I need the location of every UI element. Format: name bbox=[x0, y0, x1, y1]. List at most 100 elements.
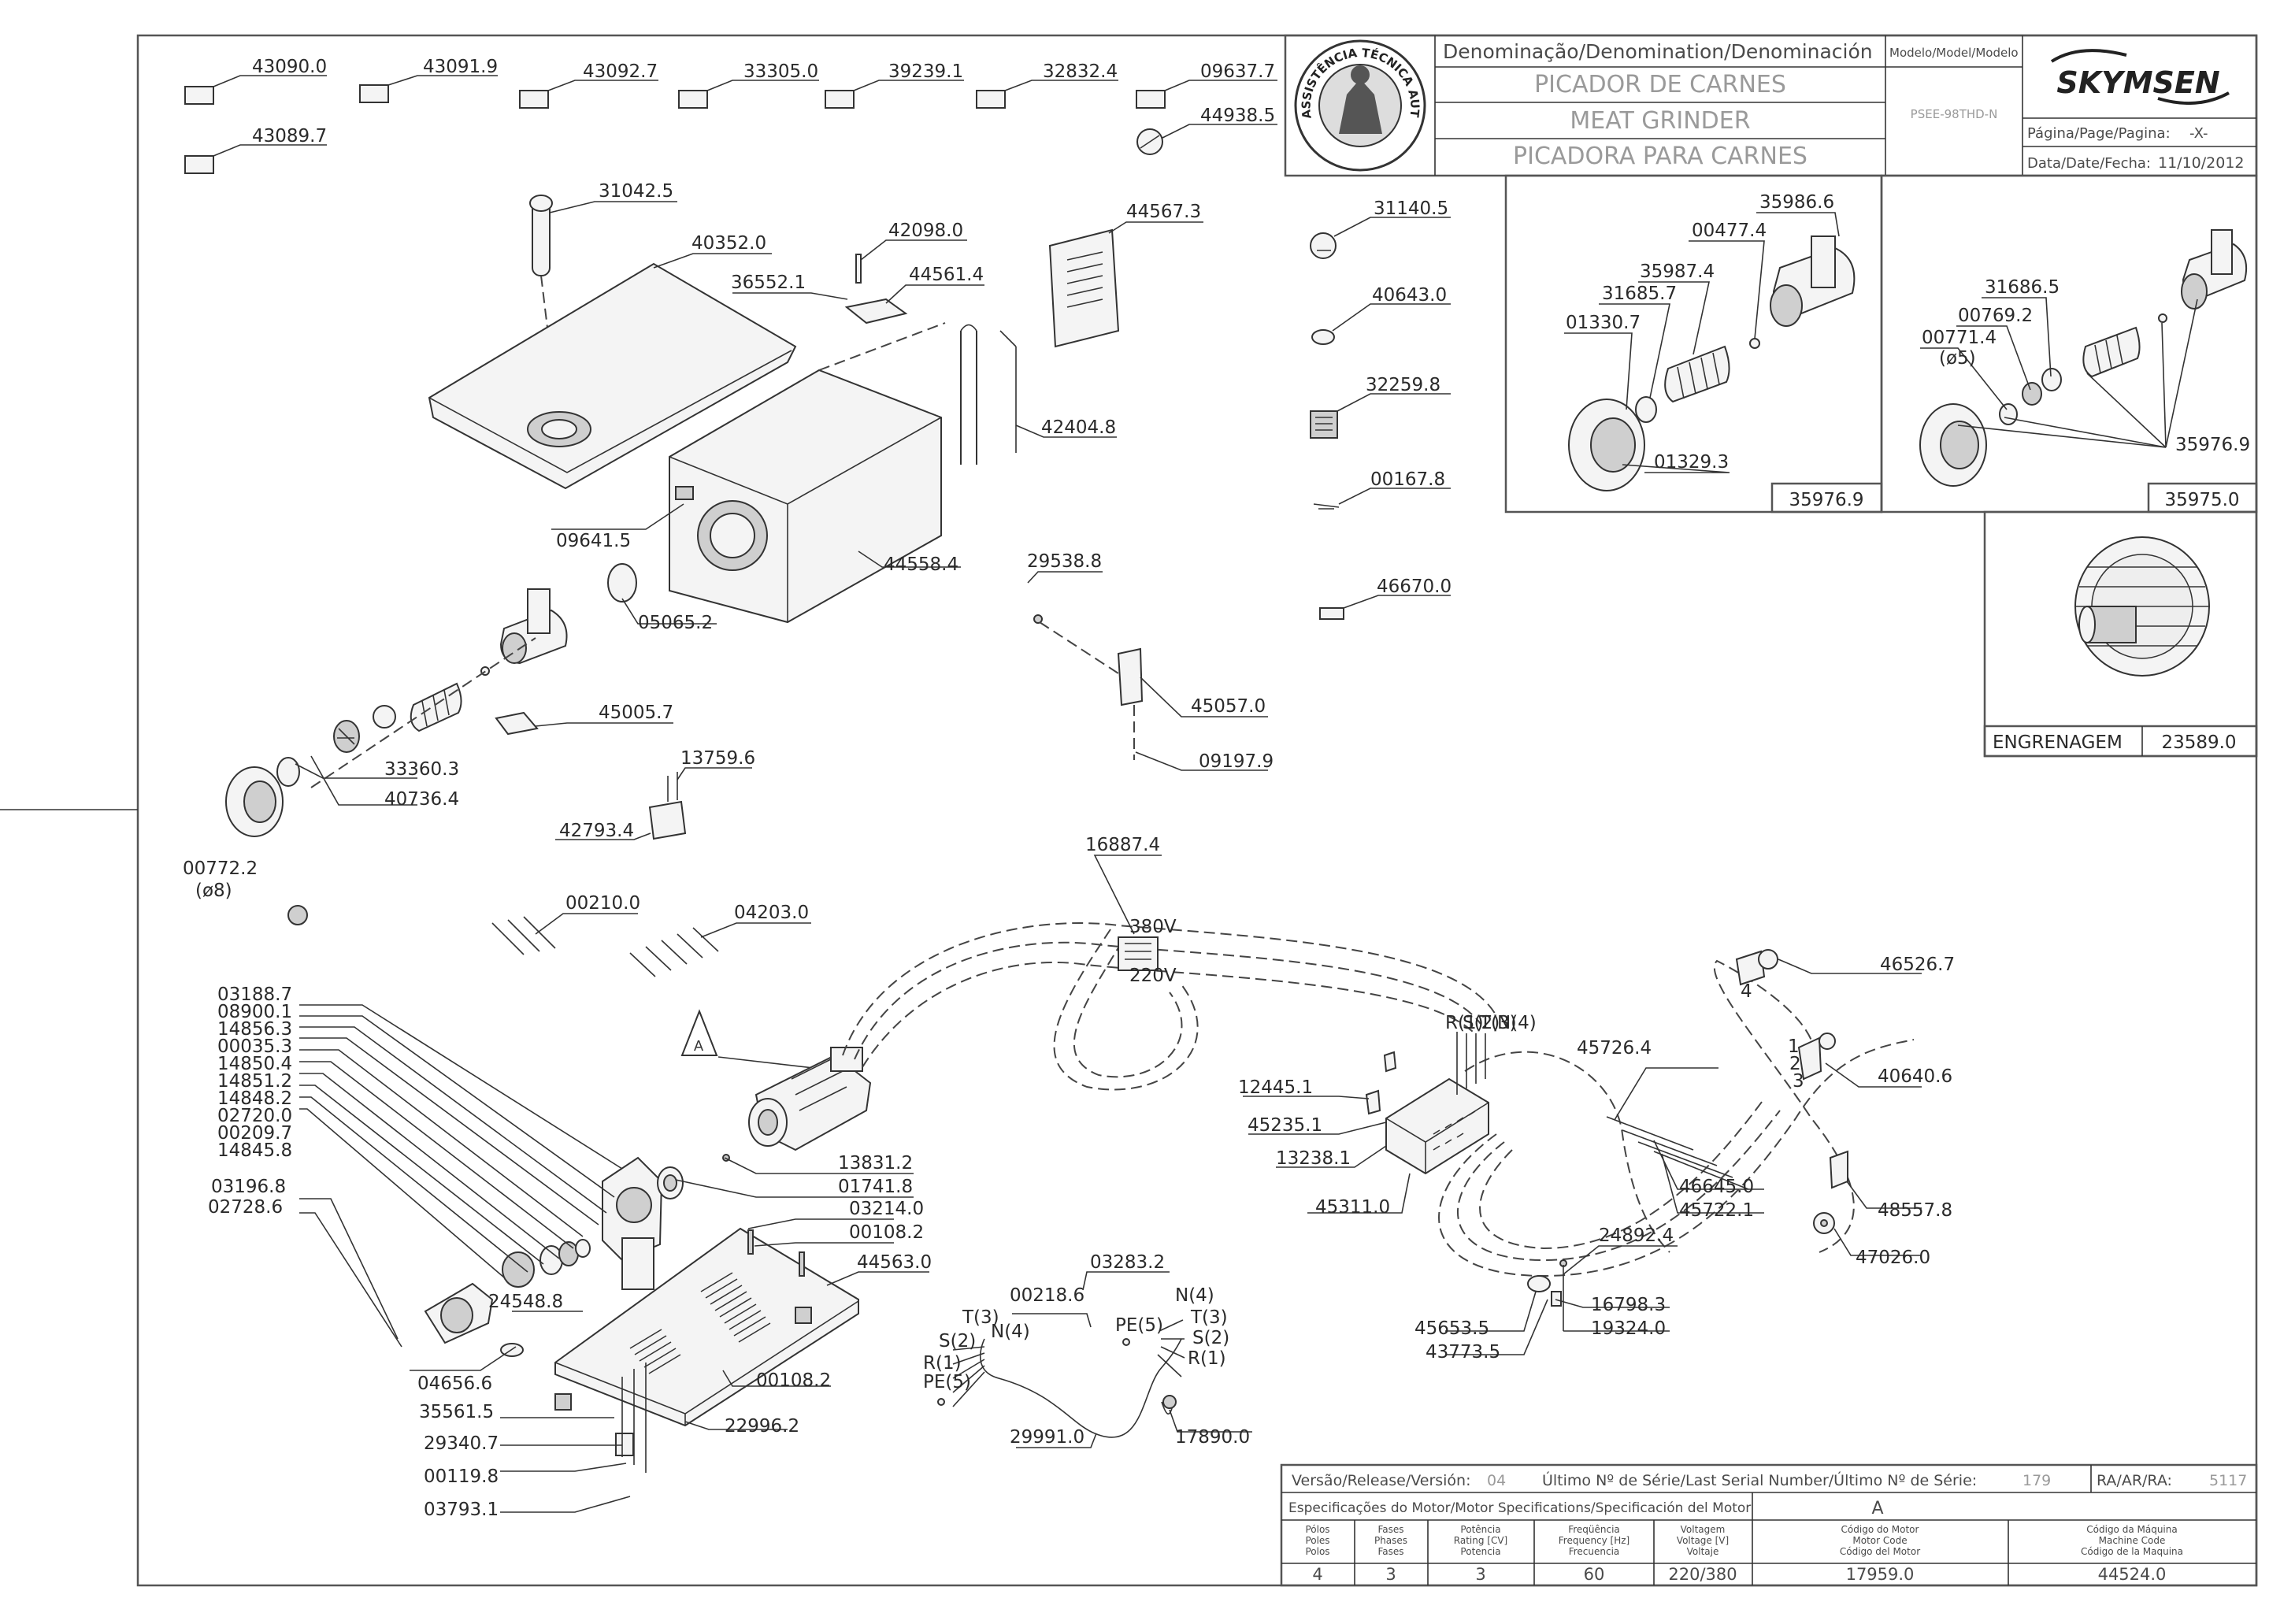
label-40643: 40643.0 bbox=[1372, 285, 1447, 306]
cord-left-t: T(3) bbox=[962, 1307, 999, 1328]
cord-right-t: T(3) bbox=[1190, 1307, 1228, 1328]
version-value: 04 bbox=[1487, 1472, 1506, 1489]
terminal-1: 1 bbox=[1788, 1036, 1800, 1057]
label-09641: 09641.5 bbox=[556, 531, 631, 551]
label-03793: 03793.1 bbox=[424, 1500, 499, 1520]
hdr-rating-2: Rating [CV] bbox=[1454, 1535, 1507, 1546]
label-00477: 00477.4 bbox=[1692, 221, 1767, 241]
label-43090: 43090.0 bbox=[252, 57, 327, 77]
label-35976: 35976.9 bbox=[2175, 435, 2250, 455]
hdr-freq-2: Frequency [Hz] bbox=[1559, 1535, 1630, 1546]
elec-n: N(4) bbox=[1497, 1013, 1537, 1033]
label-00119: 00119.8 bbox=[424, 1466, 499, 1487]
label-00210: 00210.0 bbox=[565, 893, 640, 914]
version-label: Versão/Release/Versión: bbox=[1292, 1472, 1471, 1489]
label-09197: 09197.9 bbox=[1199, 751, 1274, 772]
hdr-freq-3: Frecuencia bbox=[1569, 1546, 1620, 1557]
page-value: -X- bbox=[2189, 125, 2208, 142]
label-02728: 02728.6 bbox=[208, 1197, 283, 1218]
label-32832: 32832.4 bbox=[1043, 61, 1118, 82]
label-40352: 40352.0 bbox=[691, 233, 766, 254]
label-36552: 36552.1 bbox=[731, 273, 806, 293]
label-09637: 09637.7 bbox=[1200, 61, 1275, 82]
label-380v: 380V bbox=[1129, 917, 1177, 937]
label-02720: 02720.0 bbox=[217, 1106, 292, 1126]
model-header: Modelo/Model/Modelo bbox=[1889, 46, 2019, 60]
hdr-motor-3: Código del Motor bbox=[1840, 1546, 1920, 1557]
hdr-rating-1: Potência bbox=[1460, 1524, 1500, 1535]
label-04656: 04656.6 bbox=[417, 1374, 492, 1394]
label-19324: 19324.0 bbox=[1591, 1318, 1666, 1339]
label-00772: 00772.2 bbox=[183, 858, 258, 879]
cord-left-n: N(4) bbox=[991, 1322, 1030, 1342]
label-29991: 29991.0 bbox=[1010, 1427, 1084, 1448]
label-39239: 39239.1 bbox=[888, 61, 963, 82]
label-01329: 01329.3 bbox=[1654, 452, 1729, 473]
label-01741: 01741.8 bbox=[838, 1177, 913, 1197]
label-03196: 03196.8 bbox=[211, 1177, 286, 1197]
title-name-es: PICADORA PARA CARNES bbox=[1513, 143, 1807, 170]
motor-base-assembly: A 16887.4 380V 220V bbox=[208, 835, 1915, 1520]
label-29538: 29538.8 bbox=[1027, 551, 1102, 572]
label-44567: 44567.3 bbox=[1126, 202, 1201, 222]
cord-right-pe: PE(5) bbox=[1115, 1315, 1163, 1336]
cord-left-s: S(2) bbox=[939, 1331, 976, 1351]
label-29340: 29340.7 bbox=[424, 1433, 499, 1454]
label-45653: 45653.5 bbox=[1414, 1318, 1489, 1339]
hdr-phases-1: Fases bbox=[1377, 1524, 1403, 1535]
label-16798: 16798.3 bbox=[1591, 1295, 1666, 1315]
label-45057: 45057.0 bbox=[1191, 696, 1266, 717]
cord-left-r: R(1) bbox=[923, 1353, 962, 1374]
label-31685: 31685.7 bbox=[1602, 284, 1677, 304]
cord-left-pe: PE(5) bbox=[923, 1372, 971, 1392]
label-40736: 40736.4 bbox=[384, 789, 459, 810]
val-poles: 4 bbox=[1312, 1565, 1322, 1584]
label-03214: 03214.0 bbox=[849, 1199, 924, 1219]
label-24892: 24892.4 bbox=[1599, 1225, 1674, 1246]
hdr-phases-3: Fases bbox=[1377, 1546, 1403, 1557]
label-22996: 22996.2 bbox=[725, 1416, 799, 1437]
hdr-machine-1: Código da Máquina bbox=[2086, 1524, 2177, 1535]
label-00209: 00209.7 bbox=[217, 1123, 292, 1144]
label-45235: 45235.1 bbox=[1248, 1115, 1322, 1136]
detail-a-box: 35976.9 35986.6 00477.4 35987.4 31685.7 … bbox=[1504, 174, 1883, 514]
label-16887: 16887.4 bbox=[1085, 835, 1160, 855]
hdr-volt-3: Voltaje bbox=[1687, 1546, 1719, 1557]
hdr-freq-1: Freqüência bbox=[1568, 1524, 1620, 1535]
label-33305: 33305.0 bbox=[743, 61, 818, 82]
detail-b-code: 35975.0 bbox=[2164, 490, 2239, 510]
elec-t: T(3) bbox=[1479, 1013, 1517, 1033]
label-47026: 47026.0 bbox=[1856, 1248, 1930, 1268]
label-05065: 05065.2 bbox=[638, 613, 713, 633]
label-42098: 42098.0 bbox=[888, 221, 963, 241]
date-value: 11/10/2012 bbox=[2158, 154, 2245, 172]
label-01330: 01330.7 bbox=[1566, 313, 1641, 333]
label-00771-note: (ø5) bbox=[1939, 348, 1976, 369]
cord-right-s: S(2) bbox=[1192, 1328, 1229, 1348]
label-13238: 13238.1 bbox=[1276, 1148, 1351, 1169]
hdr-rating-3: Potencia bbox=[1460, 1546, 1500, 1557]
title-name-en: MEAT GRINDER bbox=[1570, 107, 1750, 135]
section-label: A bbox=[694, 1038, 704, 1055]
val-rating: 3 bbox=[1475, 1565, 1485, 1584]
hdr-poles-2: Poles bbox=[1305, 1535, 1329, 1546]
terminal-2: 2 bbox=[1789, 1054, 1801, 1074]
service-seal-logo: ASSISTÊNCIA TÉCNICA AUTORIZADA bbox=[0, 0, 1426, 172]
label-plates-group: 43090.0 43091.9 43092.7 33305.0 39239.1 … bbox=[184, 57, 1277, 174]
hdr-machine-2: Machine Code bbox=[2099, 1535, 2166, 1546]
label-45722: 45722.1 bbox=[1679, 1200, 1754, 1221]
label-31042: 31042.5 bbox=[599, 181, 673, 202]
gear-label: ENGRENAGEM bbox=[1993, 732, 2123, 753]
label-14848: 14848.2 bbox=[217, 1088, 292, 1109]
accessory-column: 31140.5 40643.0 32259.8 00167.8 46670.0 bbox=[1310, 198, 1452, 620]
label-40640: 40640.6 bbox=[1878, 1066, 1952, 1087]
val-motor-code: 17959.0 bbox=[1846, 1565, 1915, 1584]
date-label: Data/Date/Fecha: bbox=[2027, 155, 2151, 172]
label-14851: 14851.2 bbox=[217, 1071, 292, 1092]
label-00771: 00771.4 bbox=[1922, 328, 1997, 348]
label-00772-note: (ø8) bbox=[195, 881, 232, 901]
label-42793: 42793.4 bbox=[559, 821, 634, 841]
label-42404: 42404.8 bbox=[1041, 417, 1116, 438]
label-44561: 44561.4 bbox=[909, 265, 984, 285]
